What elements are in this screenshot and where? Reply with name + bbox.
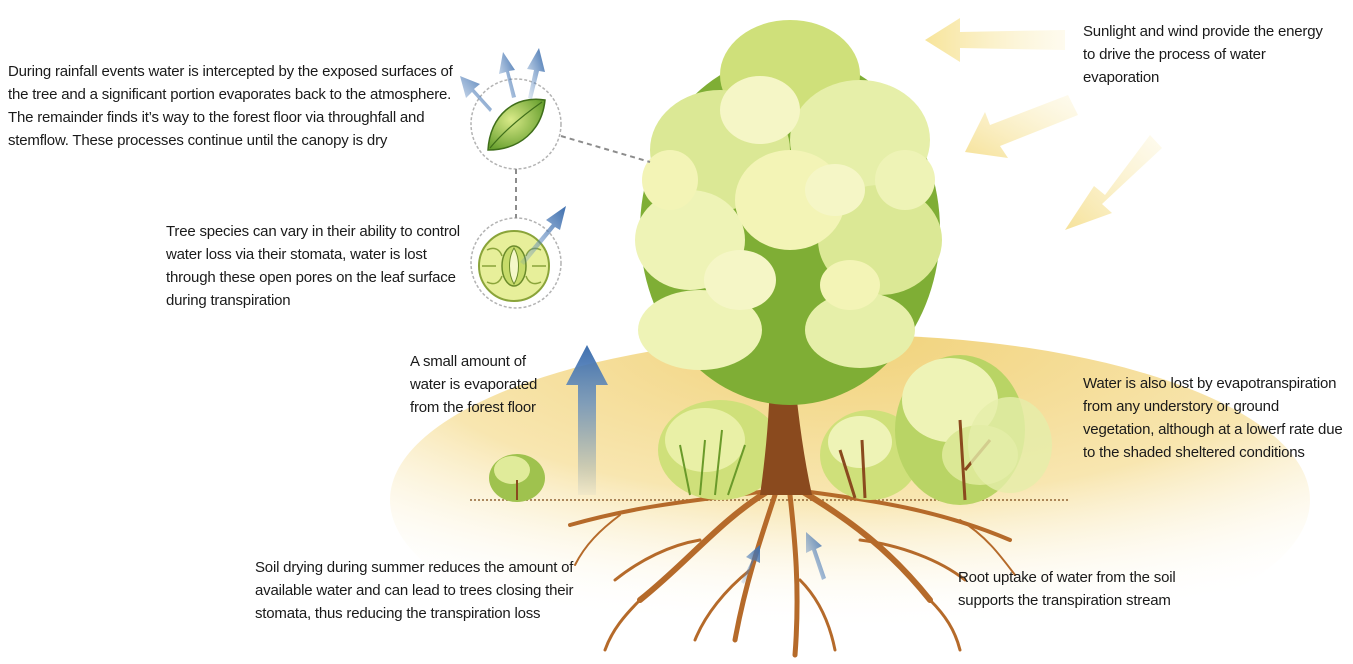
forest-floor-note: A small amount of water is evaporated fr… (410, 350, 560, 419)
stomata-note: Tree species can vary in their ability t… (166, 220, 466, 312)
tree-canopy (635, 20, 942, 405)
root-uptake-note: Root uptake of water from the soil suppo… (958, 566, 1228, 612)
rainfall-interception-note: During rainfall events water is intercep… (8, 60, 468, 152)
understory-note: Water is also lost by evapotranspiration… (1083, 372, 1345, 464)
soil-drying-note: Soil drying during summer reduces the am… (255, 556, 625, 625)
sunlight-wind-note: Sunlight and wind provide the energy to … (1083, 20, 1328, 89)
